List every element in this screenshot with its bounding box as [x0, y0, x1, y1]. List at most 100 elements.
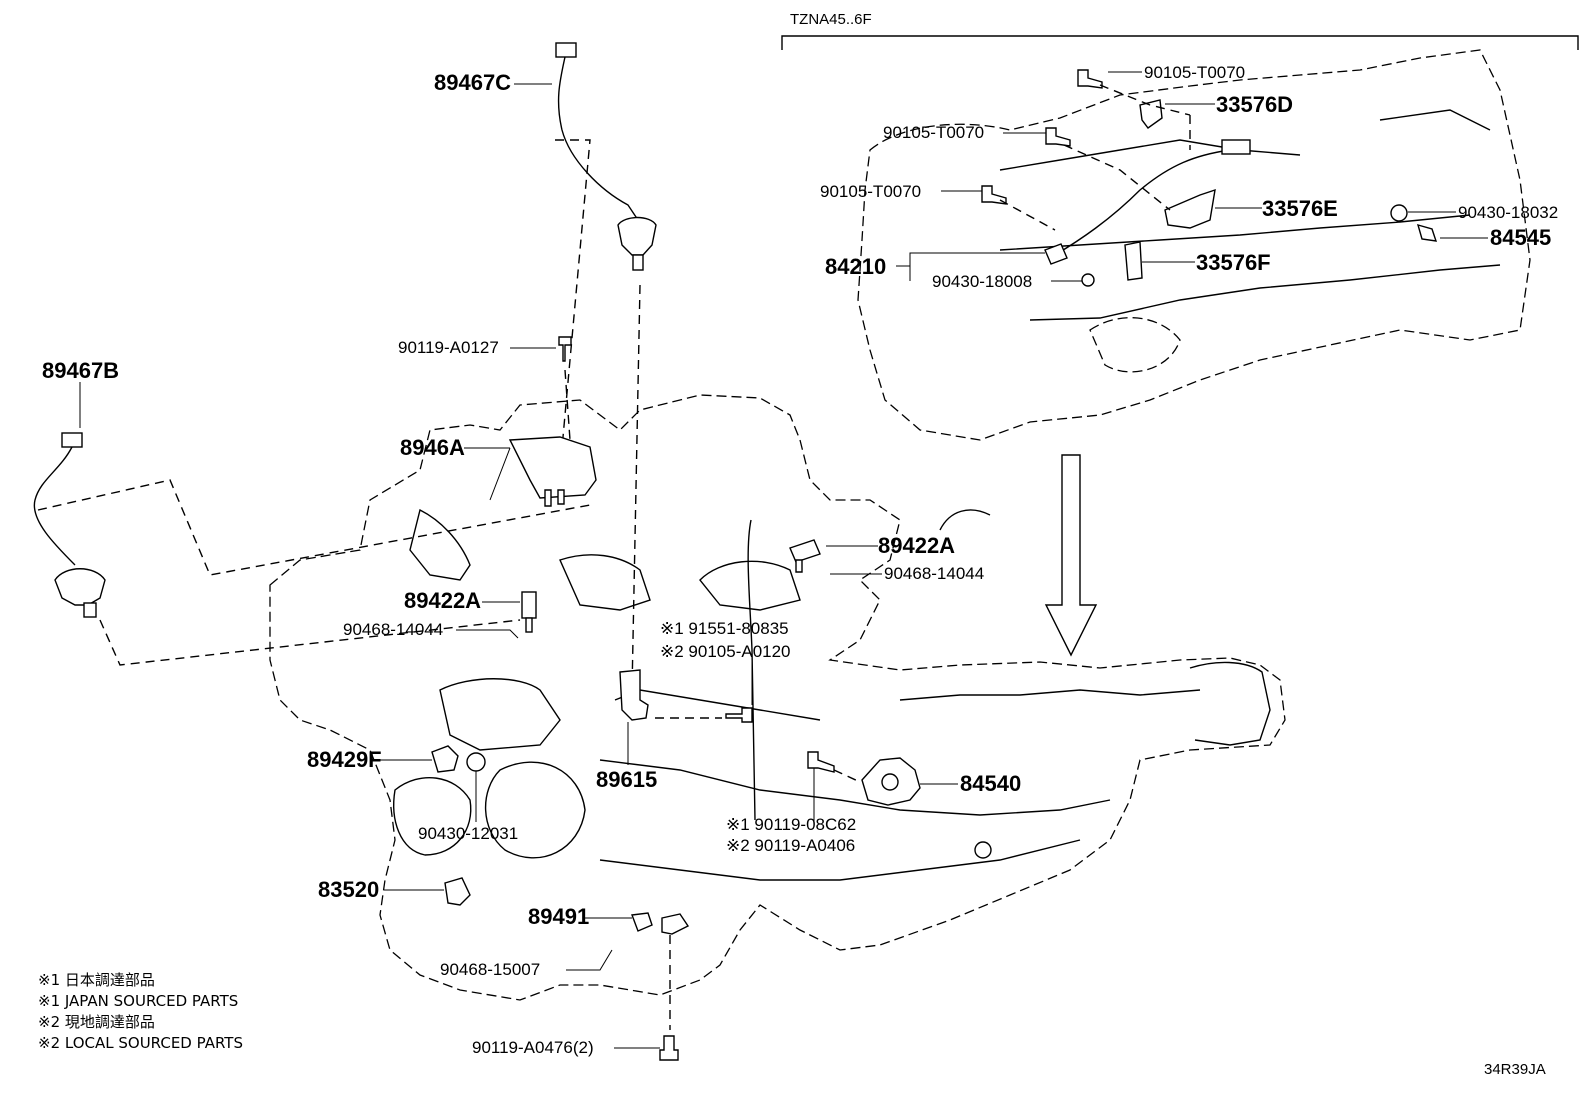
note-1-jp: ※1 日本調達部品: [38, 971, 155, 989]
inset-harness-connector: [1221, 139, 1251, 155]
leader-90468-14044-left: [456, 629, 519, 639]
note-2-jp: ※2 現地調達部品: [38, 1013, 155, 1031]
label-91551-80835: ※1 91551-80835: [660, 619, 789, 638]
inset-bolt-2-icon: [1045, 127, 1071, 147]
inset-dash-3: [999, 199, 1056, 231]
engine-hole-1: [974, 841, 992, 859]
o2-sensor-b-connector: [61, 432, 83, 448]
engine-manifold-3: [699, 560, 801, 611]
variant-bracket: [781, 35, 1579, 50]
inset-bracket-33576F: [1124, 241, 1143, 281]
dash-90119-A0127: [564, 369, 571, 441]
label-90119-08C62: ※1 90119-08C62: [726, 815, 856, 834]
inset-bolt-1-icon: [1077, 69, 1103, 89]
engine-manifold-2: [559, 554, 651, 611]
note-2-en: ※2 LOCAL SOURCED PARTS: [38, 1034, 243, 1052]
bolt-90105-A0120-group: ※1 91551-80835 ※2 90105-A0120: [655, 619, 791, 723]
inset-body-line-1: [999, 139, 1301, 171]
engine-pulley-1: [484, 761, 586, 859]
inset-body-line-3: [1029, 264, 1501, 321]
sensor-89491-group: 89491 90468-15007: [440, 904, 690, 1030]
label-33576D: 33576D: [1216, 92, 1293, 117]
sensor-89491: [631, 912, 653, 932]
engine-pulley-2: [393, 776, 472, 856]
engine-body-line-4: [899, 689, 1201, 701]
label-89422A-right: 89422A: [878, 533, 955, 558]
dash-89467C-a: [555, 139, 591, 471]
engine-block-outline: [269, 394, 1286, 1001]
inset-group: TZNA45..6F: [781, 11, 1579, 441]
o2-sensor-c-body: [617, 216, 657, 256]
label-90119-A0127: 90119-A0127: [398, 338, 499, 357]
sensor-89422A-right-group: 89422A 90468-14044: [789, 533, 984, 583]
leader-90468-15007: [566, 949, 613, 971]
bolt-90105-A0120-icon: [725, 707, 753, 723]
switch-84540: [861, 757, 921, 806]
switch-84540-hub: [881, 773, 899, 791]
o2-sensor-c-wire: [557, 56, 639, 221]
figure-code: 34R39JA: [1484, 1061, 1546, 1078]
dipstick: [747, 519, 756, 821]
label-8946A: 8946A: [400, 435, 465, 460]
sensor-89422A-left: [521, 591, 537, 619]
dash-89467B-b: [99, 619, 521, 666]
label-84545: 84545: [1490, 225, 1551, 250]
label-84540: 84540: [960, 771, 1021, 796]
label-90105-A0120: ※2 90105-A0120: [660, 642, 791, 661]
o2-sensor-c-connector: [555, 42, 577, 58]
label-89467C: 89467C: [434, 70, 511, 95]
notes-legend: ※1 日本調達部品 ※1 JAPAN SOURCED PARTS ※2 現地調達…: [38, 971, 243, 1052]
inset-dash-1: [1099, 84, 1191, 116]
gasket-90430-12031: [466, 752, 486, 772]
engine-body-line-5: [939, 509, 991, 531]
label-33576E: 33576E: [1262, 196, 1338, 221]
switch-84540-group: 84540 ※1 90119-08C62 ※2 90119-A0406: [726, 751, 1021, 855]
label-90105-T0070-a: 90105-T0070: [1144, 63, 1245, 82]
switch-83520-group: 83520: [318, 877, 471, 906]
label-89467B: 89467B: [42, 358, 119, 383]
label-90430-12031: 90430-12031: [418, 824, 518, 843]
sensor-89429F: [431, 745, 459, 773]
sensor-89422A-right-tip: [795, 559, 803, 573]
switch-83520: [444, 877, 471, 906]
bracket-8946A-pins: [544, 489, 565, 507]
inset-bracket-33576E: [1164, 188, 1216, 229]
dash-89467C-b: [631, 284, 641, 691]
inset-body-line-4: [1379, 109, 1491, 131]
label-90430-18008: 90430-18008: [932, 272, 1032, 291]
label-90105-T0070-c: 90105-T0070: [820, 182, 921, 201]
bracket-8946A-group: 90119-A0127 8946A: [398, 336, 597, 507]
label-89422A-left: 89422A: [404, 588, 481, 613]
inset-bolt-3-icon: [981, 185, 1007, 205]
label-89615: 89615: [596, 767, 657, 792]
label-89491: 89491: [528, 904, 589, 929]
transmission-tail: [1189, 661, 1271, 746]
inset-speed-sensor: [1044, 243, 1068, 265]
sensor-89615-group: 89615: [596, 669, 657, 792]
label-89429F: 89429F: [307, 747, 382, 772]
label-83520: 83520: [318, 877, 379, 902]
engine-pipe-1: [439, 678, 561, 751]
inset-body-line-2: [999, 214, 1471, 251]
label-90468-15007: 90468-15007: [440, 960, 540, 979]
o2-sensor-c-tip: [632, 254, 644, 271]
note-1-en: ※1 JAPAN SOURCED PARTS: [38, 992, 238, 1010]
sensor-89615: [619, 669, 649, 721]
inset-transmission-outline: [857, 49, 1531, 441]
o2-sensor-b-wire: [33, 446, 76, 566]
o2-sensor-b-tip: [83, 602, 97, 618]
label-90119-A0476: 90119-A0476(2): [472, 1038, 594, 1057]
label-90105-T0070-b: 90105-T0070: [883, 123, 984, 142]
dash-84540: [833, 769, 861, 783]
bolt-90119-A0476-icon: [659, 1035, 679, 1061]
engine-body-line-3: [599, 839, 1081, 881]
inset-bracket-33576D: [1139, 99, 1163, 129]
inset-housing-detail: [1089, 317, 1181, 373]
variant-label: TZNA45..6F: [790, 11, 872, 28]
sensor-89467B-group: 89467B: [33, 358, 591, 666]
bracket-8946A: [508, 436, 597, 499]
inset-gasket-18008: [1081, 273, 1095, 287]
bolt-84540-icon: [807, 751, 835, 773]
direction-arrow-icon: [1044, 454, 1098, 657]
